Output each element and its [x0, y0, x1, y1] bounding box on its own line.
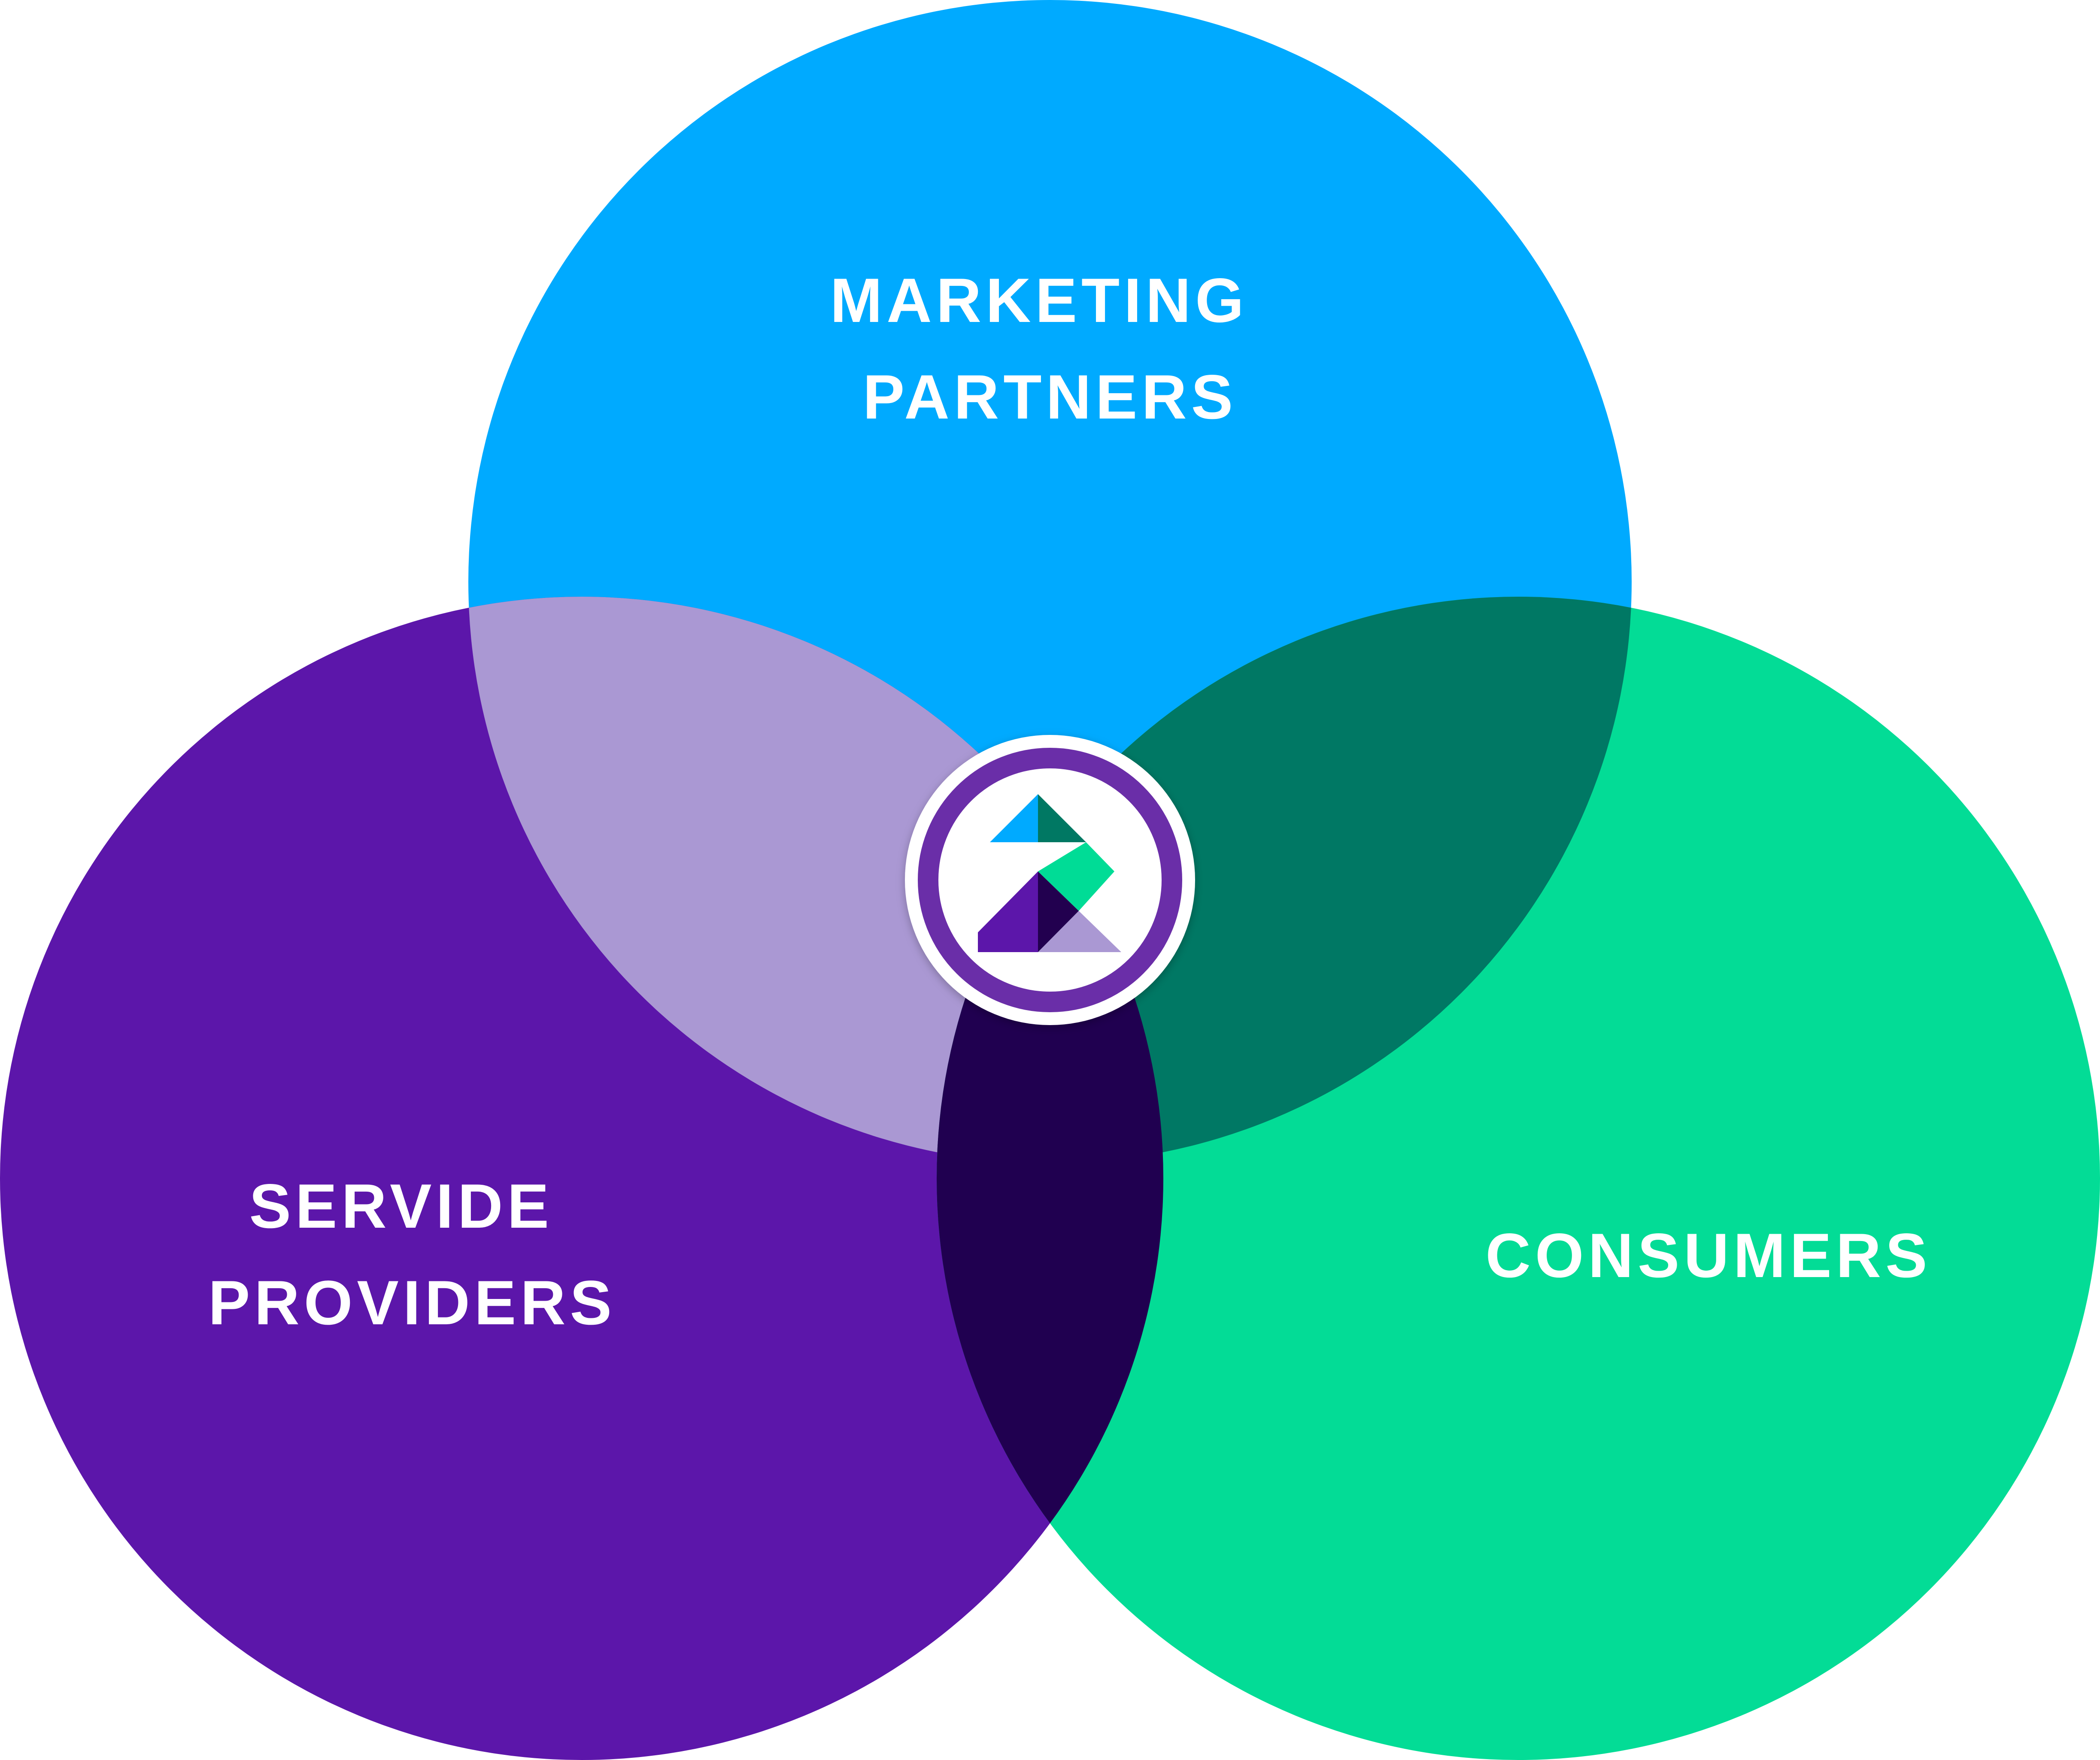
center-logo-badge — [905, 735, 1195, 1025]
service-providers-label-line2: PROVIDERS — [208, 1268, 616, 1338]
service-providers-label: SERVIDE PROVIDERS — [208, 1171, 616, 1338]
consumers-label: CONSUMERS — [1485, 1220, 1931, 1290]
marketing-partners-label-line2: PARTNERS — [863, 362, 1237, 432]
marketing-consumers-overlap — [937, 597, 1632, 1163]
service-providers-label-line1: SERVIDE — [249, 1171, 553, 1241]
marketing-partners-label-line1: MARKETING — [830, 265, 1248, 335]
logo-ring — [918, 748, 1182, 1012]
marketing-partners-label: MARKETING PARTNERS — [830, 265, 1270, 432]
consumers-label-line1: CONSUMERS — [1485, 1220, 1931, 1290]
marketing-service-overlap — [468, 597, 1163, 1163]
brand-logo-icon — [978, 794, 1121, 952]
